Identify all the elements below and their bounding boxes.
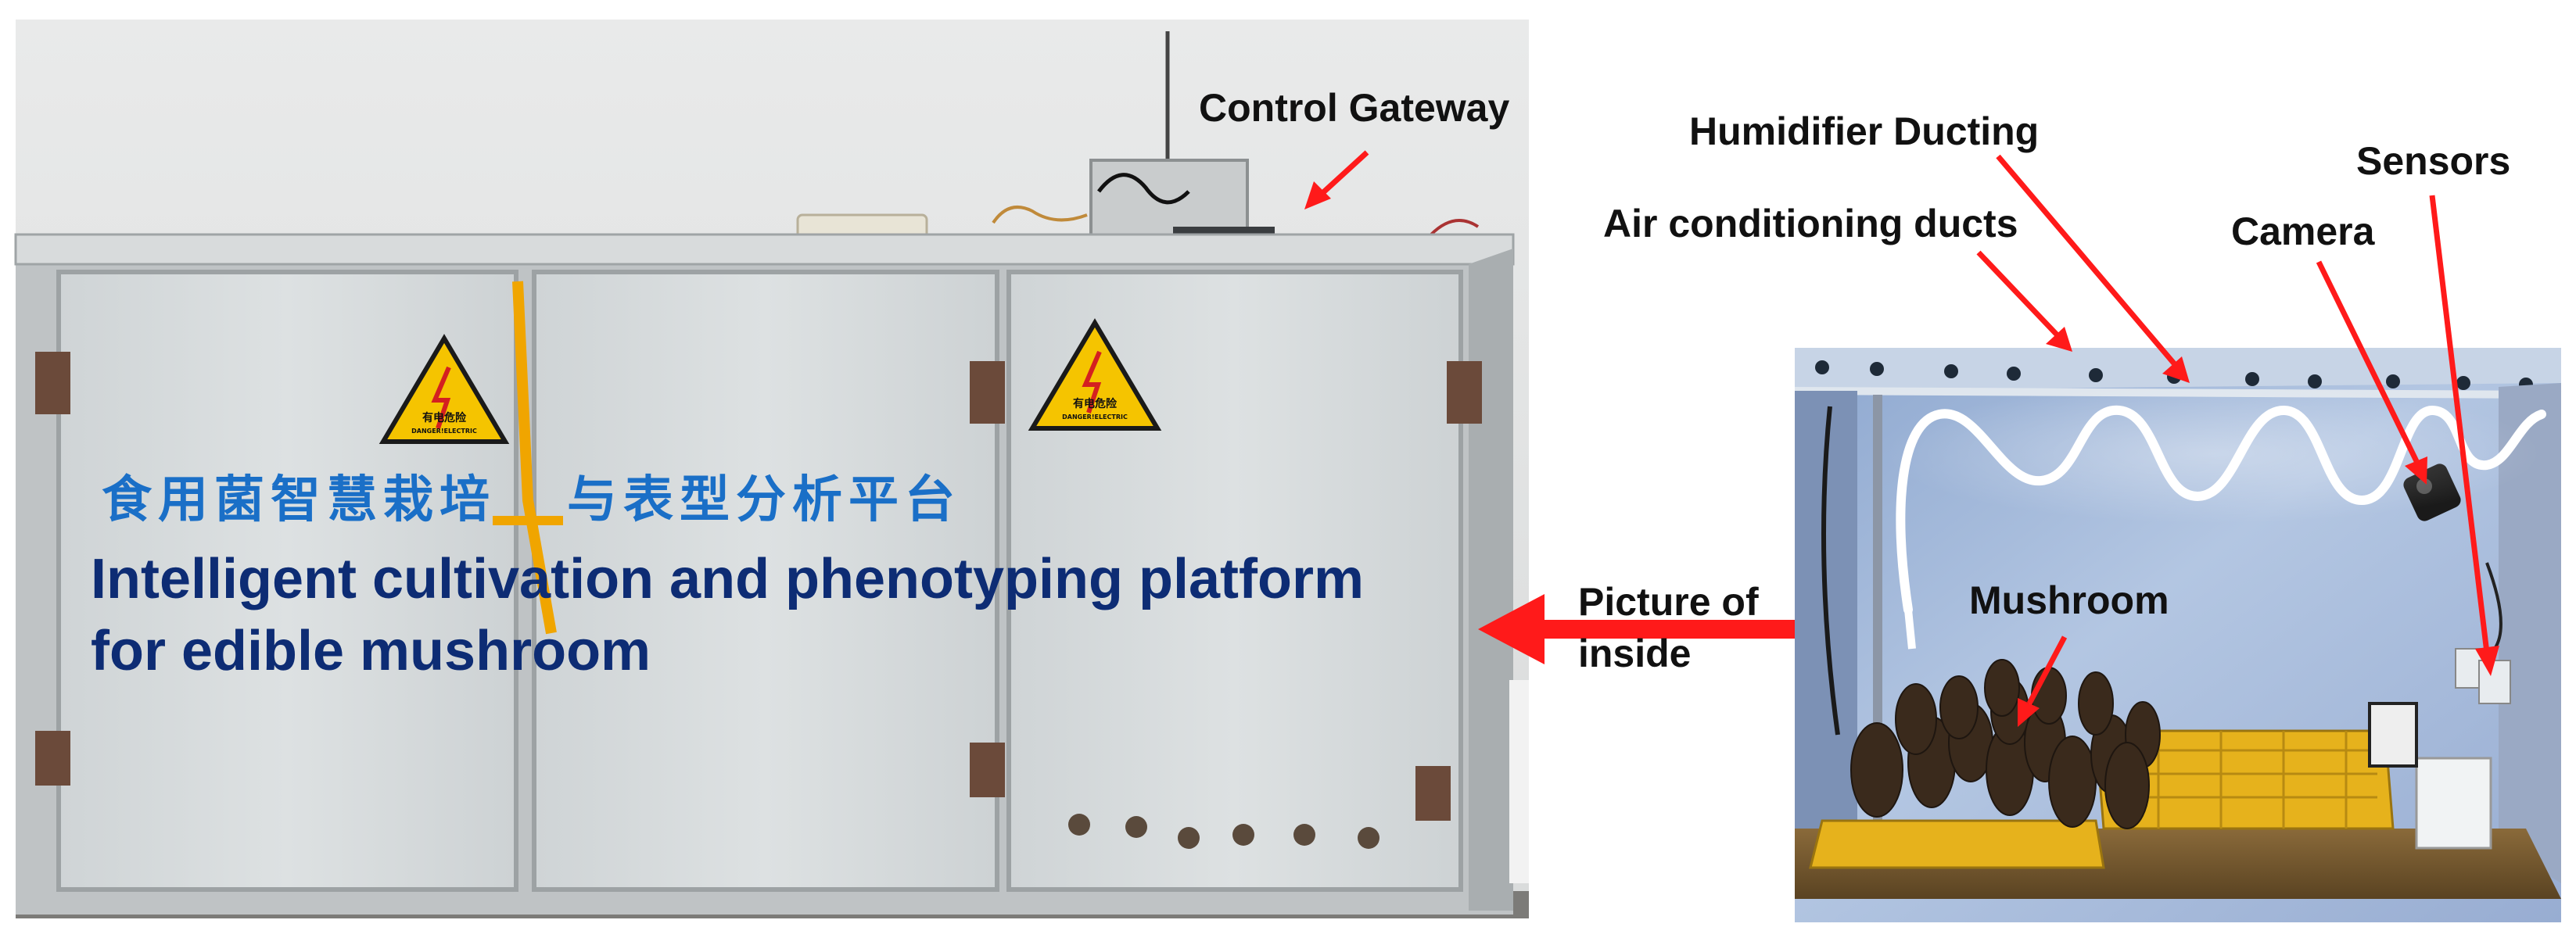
label-sensors: Sensors bbox=[2356, 139, 2511, 183]
vent-holes bbox=[1068, 814, 1379, 849]
arrow-humidifier-ducting bbox=[1996, 154, 2176, 366]
arrow-sensors bbox=[2429, 195, 2490, 653]
top-cables bbox=[992, 206, 1088, 224]
warning-label-cn-right: 有电危险 bbox=[1073, 397, 1118, 410]
latch-strap bbox=[512, 281, 557, 635]
inside-cables bbox=[1821, 406, 1840, 736]
arrowhead-humidifier-ducting bbox=[2162, 356, 2190, 383]
door-panel-middle bbox=[532, 270, 999, 892]
humidifier-unit bbox=[2368, 702, 2418, 768]
arrowhead-control-gateway bbox=[1304, 181, 1331, 209]
arrowhead-camera bbox=[2405, 456, 2427, 485]
cabinet-title-en-line2: for edible mushroom bbox=[91, 620, 651, 682]
door-hinges bbox=[35, 352, 1482, 821]
label-mushroom: Mushroom bbox=[1969, 578, 2169, 622]
mushroom-bags bbox=[1850, 659, 2161, 829]
warning-label-en-right: DANGER!ELECTRIC bbox=[1062, 413, 1128, 421]
arrow-camera bbox=[2316, 260, 2420, 463]
label-air-conditioning-ducts: Air conditioning ducts bbox=[1603, 202, 2018, 245]
inside-photo bbox=[1794, 348, 2562, 922]
cabinet-body bbox=[14, 233, 1529, 915]
cabinet-title-en-line1: Intelligent cultivation and phenotyping … bbox=[91, 548, 1364, 610]
cabinet-title-cn-part1: 食用菌智慧栽培 bbox=[102, 471, 496, 529]
mushroom-trays bbox=[1809, 729, 2395, 869]
label-picture-of-inside-line2: inside bbox=[1578, 632, 1692, 675]
arrow-air-conditioning-ducts bbox=[1976, 250, 2059, 337]
latch-bar bbox=[493, 516, 563, 525]
label-camera: Camera bbox=[2231, 209, 2375, 253]
led-glow bbox=[1885, 383, 2542, 524]
warning-label-en-left: DANGER!ELECTRIC bbox=[411, 428, 477, 435]
warning-sign-right: 有电危险 DANGER!ELECTRIC bbox=[1028, 318, 1162, 431]
arrow-control-gateway bbox=[1319, 150, 1369, 196]
arrowhead-air-conditioning-ducts bbox=[2046, 327, 2072, 352]
inside-right-wall bbox=[2499, 383, 2561, 883]
humidifier-box bbox=[2415, 757, 2492, 850]
cabinet-photo: 有电危险 DANGER!ELECTRIC 有电危险 DANGER!ELECTRI… bbox=[14, 20, 1529, 918]
callout-arrows bbox=[1304, 150, 2499, 727]
label-control-gateway: Control Gateway bbox=[1199, 86, 1510, 130]
door-panel-right bbox=[1006, 270, 1463, 892]
arrow-mushroom bbox=[2026, 635, 2068, 705]
warning-label-cn-left: 有电危险 bbox=[422, 411, 467, 424]
side-duct bbox=[1509, 680, 1529, 883]
arrowhead-picture-of-inside bbox=[1478, 594, 1545, 664]
control-gateway-box bbox=[1089, 159, 1275, 244]
top-cables-2 bbox=[1430, 219, 1480, 236]
label-picture-of-inside-line1: Picture of bbox=[1578, 580, 1759, 624]
arrow-picture-of-inside bbox=[1533, 620, 1795, 639]
arrowhead-mushroom bbox=[2018, 698, 2040, 727]
cabinet-title-cn-part2: 与表型分析平台 bbox=[567, 471, 961, 529]
warning-sign-left: 有电危险 DANGER!ELECTRIC bbox=[379, 334, 510, 444]
tray-grid bbox=[2111, 731, 2377, 829]
cabinet-side bbox=[1469, 249, 1513, 911]
arrowhead-sensors bbox=[2475, 646, 2499, 676]
label-humidifier-ducting: Humidifier Ducting bbox=[1689, 109, 2040, 153]
